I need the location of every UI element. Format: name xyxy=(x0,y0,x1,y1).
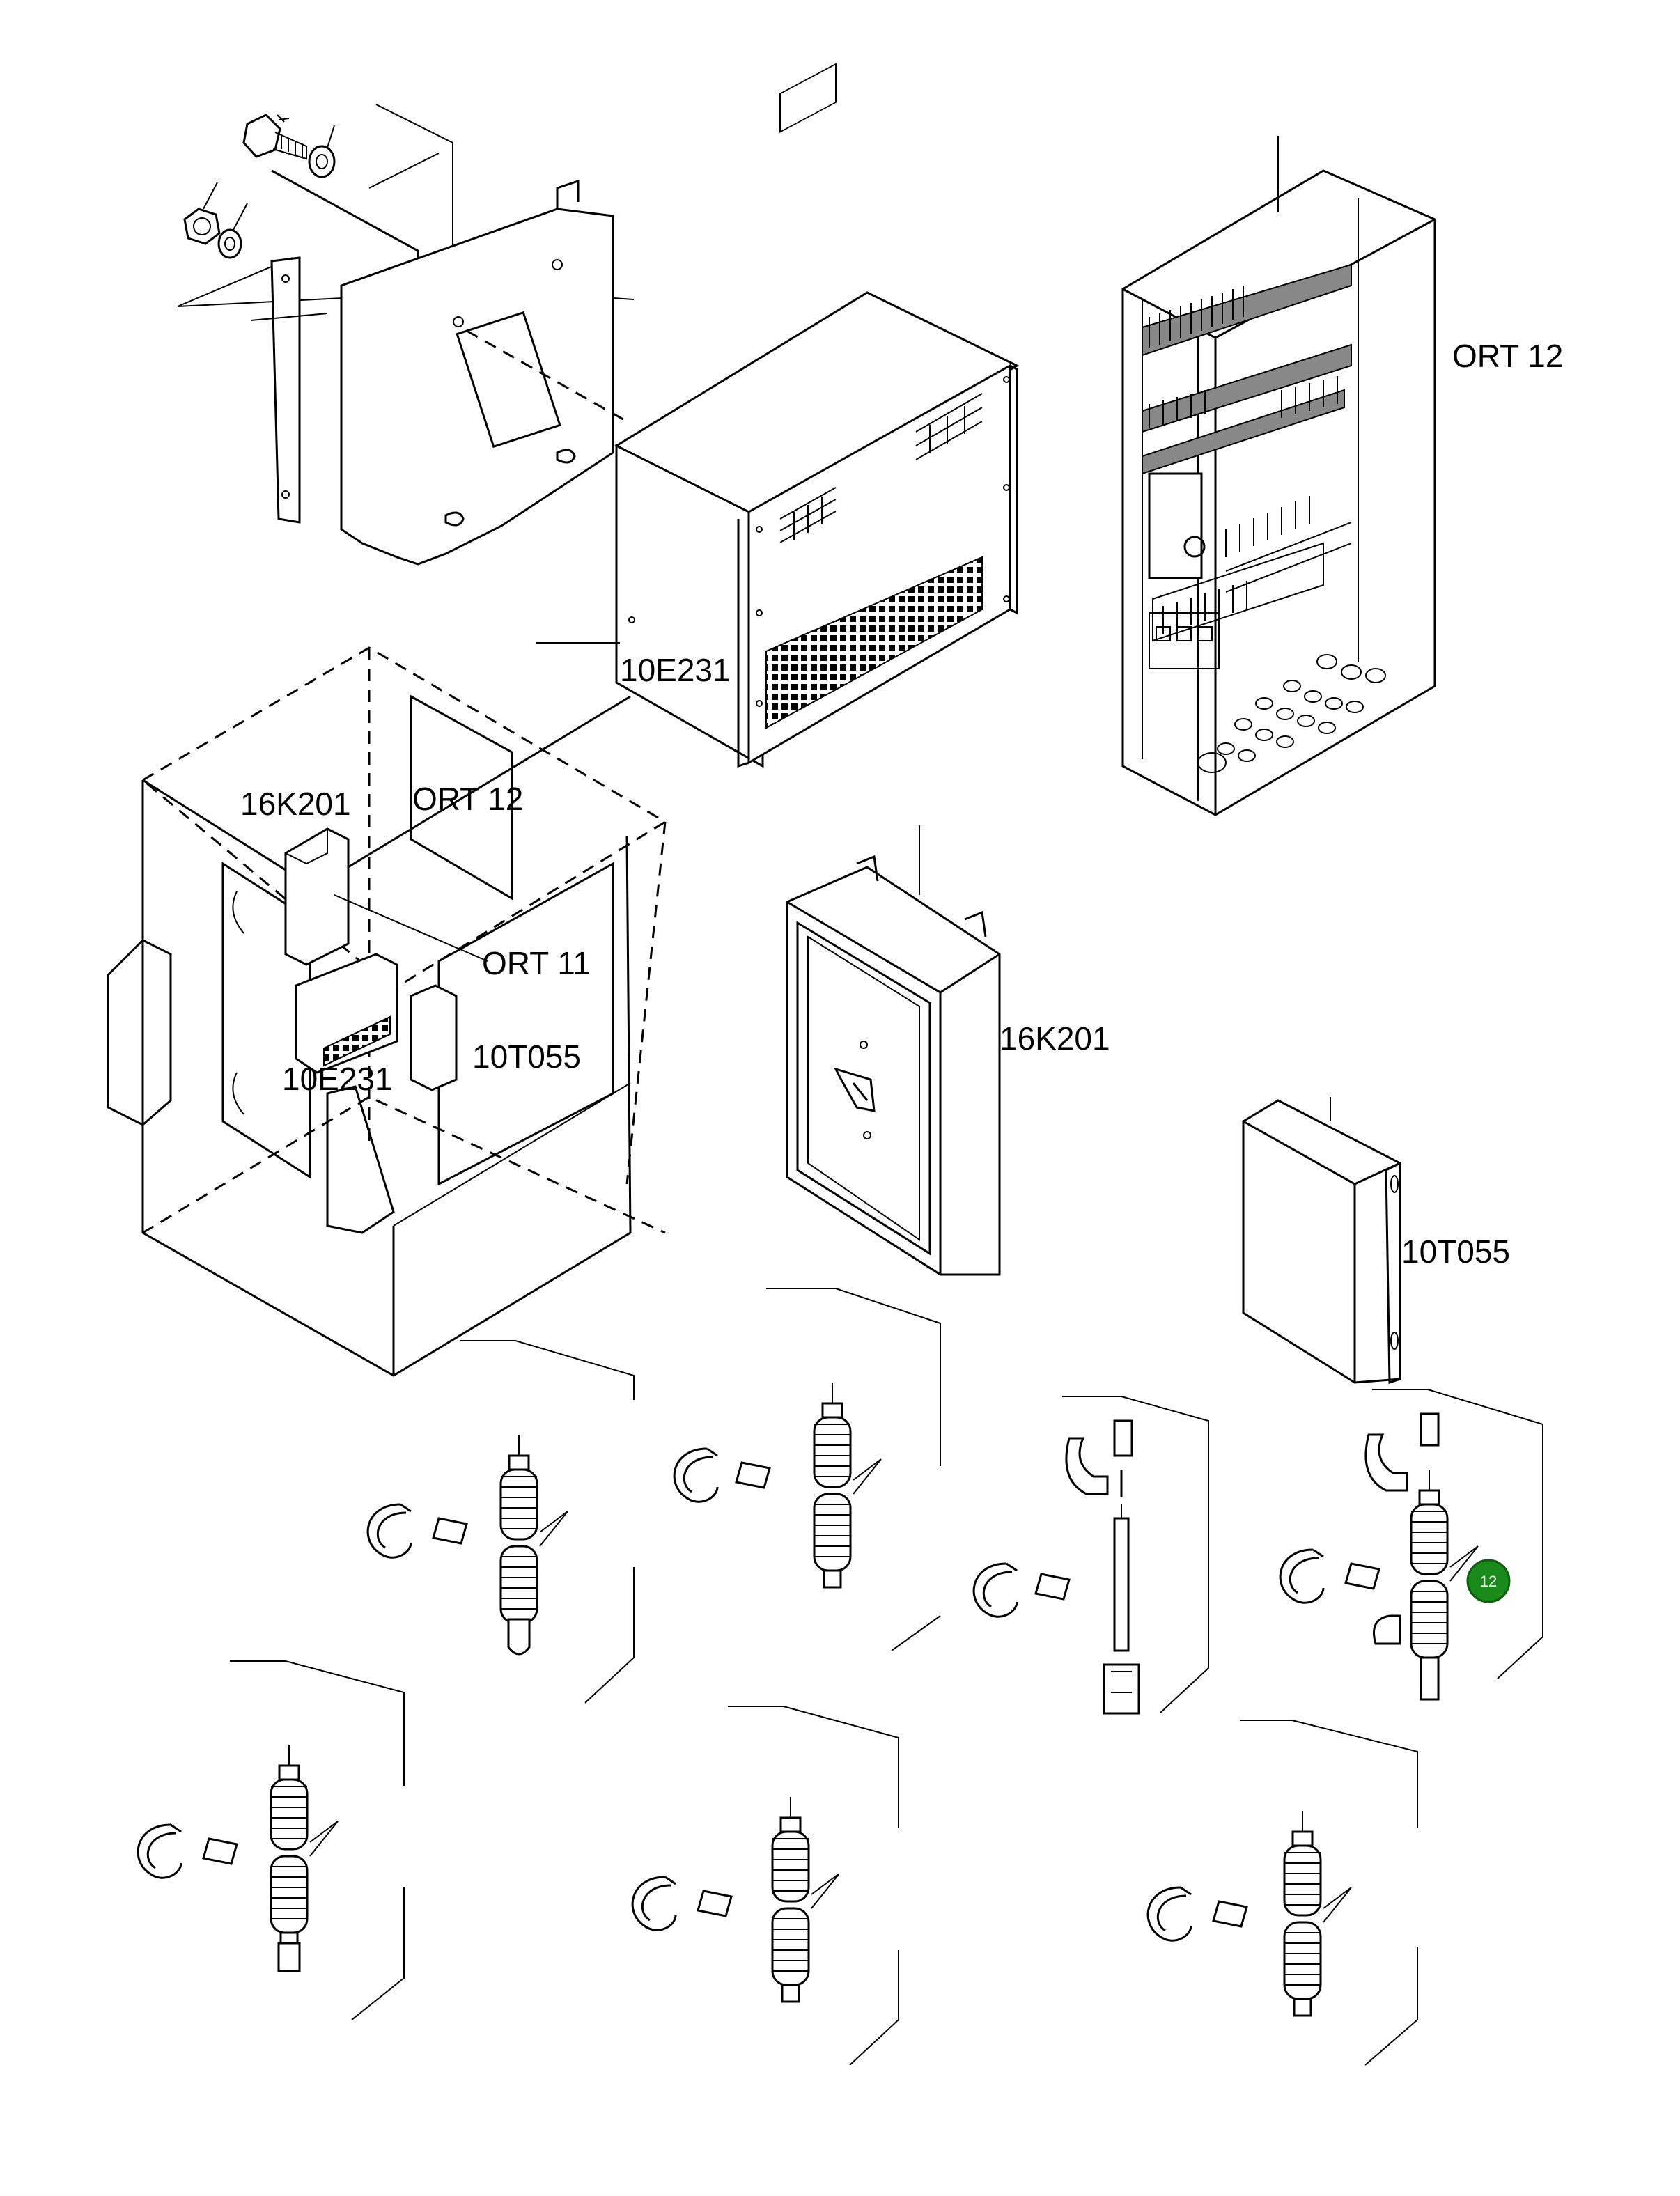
cable-assembly-3 xyxy=(972,1396,1209,1715)
enclosure-10T055: 10T055 xyxy=(1242,1097,1510,1385)
cable-assembly-6 xyxy=(631,1706,899,2066)
callout-marker-12[interactable]: 12 xyxy=(1466,1559,1511,1603)
cable-assembly-7 xyxy=(1146,1720,1418,2066)
cable-assembly-1 xyxy=(366,1340,635,1704)
label-ORT11: ORT 11 xyxy=(482,945,591,981)
enclosure-16K201: 16K201 xyxy=(786,825,1110,1276)
locomotive-cab-cutaway: ORT 12 ORT 11 16K201 10E231 10T055 xyxy=(107,646,667,1377)
label-10E231-small: 10E231 xyxy=(282,1061,393,1097)
hex-nut xyxy=(183,182,248,259)
label-10T055-box: 10T055 xyxy=(1401,1233,1510,1270)
hex-bolt xyxy=(242,114,336,178)
mounting-bracket xyxy=(177,104,635,566)
vent-grid-upper xyxy=(779,63,837,134)
label-ORT12-cabinet: ORT 12 xyxy=(1452,338,1563,374)
cable-glands xyxy=(1197,654,1386,773)
callout-circle[interactable] xyxy=(1466,1559,1511,1603)
label-10T055-small: 10T055 xyxy=(472,1038,581,1075)
label-10E231-box: 10E231 xyxy=(620,652,731,688)
cable-assembly-4 xyxy=(1279,1389,1543,1701)
callout-number[interactable]: 12 xyxy=(1480,1573,1497,1590)
label-16K201-small: 16K201 xyxy=(240,786,351,822)
cable-assembly-2 xyxy=(673,1288,941,1651)
label-ORT12-small: ORT 12 xyxy=(412,781,523,817)
cabinet-ORT12: ORT 12 xyxy=(1121,136,1563,816)
enclosure-10E231: 10E231 xyxy=(536,63,1020,768)
cable-assembly-5 xyxy=(137,1660,405,2020)
label-16K201-box: 16K201 xyxy=(1000,1020,1110,1057)
